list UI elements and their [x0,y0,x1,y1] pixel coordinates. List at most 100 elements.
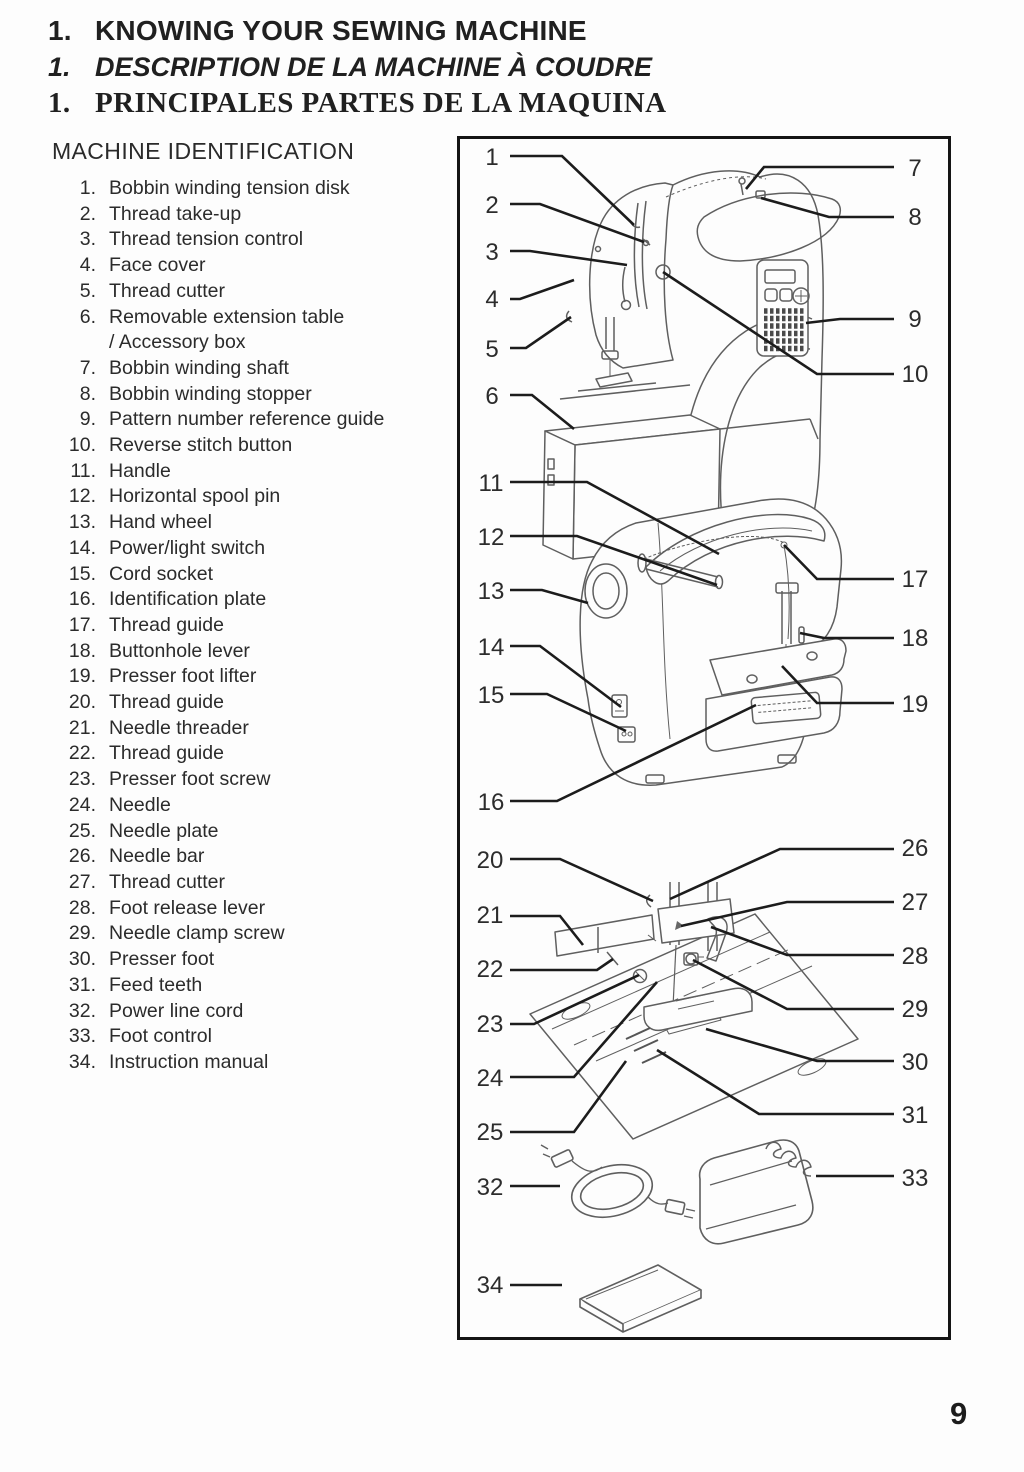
callout-17: 17 [902,566,929,593]
part-item-7: 7. Bobbin winding shaft [56,356,456,382]
callout-leader-lines [510,154,894,1287]
callout-13: 13 [478,578,505,605]
cord-socket [617,726,636,743]
part-label: Thread guide [109,742,224,765]
part-label: Thread guide [109,691,224,714]
part-item-20: 20.Thread guide [56,690,456,716]
page-header: 1. KNOWING YOUR SEWING MACHINE 1. DESCRI… [48,12,666,122]
part-number: 11. [70,459,96,482]
callout-34: 34 [477,1272,504,1299]
part-label: Instruction manual [109,1050,269,1073]
callout-12: 12 [478,524,505,551]
part-label: Power line cord [109,999,244,1022]
accessories-illustration [540,1139,814,1333]
hand-wheel [584,563,628,619]
part-number: 18. [68,639,96,662]
part-label: Handle [109,459,171,482]
part-item-10: 10. Reverse stitch button [56,433,456,459]
heading-french: 1. DESCRIPTION DE LA MACHINE À COUDRE [48,49,666,85]
part-number: 14. [68,536,96,559]
part-number: 28. [68,896,96,919]
foot-control [698,1139,814,1245]
part-number: 30. [68,948,96,971]
part-label: Removable extension table [109,305,345,328]
callout-19: 19 [902,691,929,718]
part-number: 9. [79,408,96,431]
part-number: 10. [68,434,96,457]
callout-20: 20 [477,847,504,874]
part-number: 2. [79,202,96,225]
part-number: 31. [68,973,96,996]
part-number: 15. [68,562,96,585]
part-label: Presser foot lifter [109,665,257,688]
part-label: Reverse stitch button [109,434,293,457]
part-label: Power/light switch [109,536,266,559]
thread-cutter-blade [675,921,684,930]
part-label: Bobbin winding stopper [109,382,312,405]
part-item-8: 8. Bobbin winding stopper [56,382,456,408]
part-label: Needle plate [109,819,219,842]
heading-english-number: 1. [48,15,72,46]
part-number: 22. [68,742,96,765]
callout-24: 24 [477,1065,504,1092]
part-label: Bobbin winding tension disk [109,177,350,199]
machine-front-view-illustration [542,170,842,567]
part-item-22: 22. Thread guide [56,741,456,767]
callout-5: 5 [485,336,498,363]
part-number: 19. [68,665,96,688]
callout-32: 32 [477,1174,504,1201]
power-line-cord [540,1144,696,1219]
part-item-29: 29.Needle clamp screw [56,921,456,947]
callout-31: 31 [902,1102,929,1129]
heading-spanish: 1. PRINCIPALES PARTES DE LA MAQUINA [48,85,666,122]
part-item-21: 21.Needle threader [56,716,456,742]
part-number-spacer [56,330,109,356]
part-label: Needle threader [109,716,249,739]
instruction-manual-book [579,1264,702,1333]
part-label: Buttonhole lever [109,639,250,662]
machine-diagram-svg: 1234567891011121314151617181920212223242… [477,144,929,1333]
part-number: 12. [68,485,96,508]
callout-14: 14 [478,634,505,661]
part-number: 4. [79,254,96,277]
pedal-cord-coil [765,1141,812,1177]
part-label: Thread guide [109,613,224,636]
part-number: 8. [79,382,96,405]
part-item-34: 34. Instruction manual [56,1050,456,1076]
part-item-3: 3.Thread tension control [56,227,456,253]
part-label: Bobbin winding shaft [109,356,289,379]
heading-english-text: KNOWING YOUR SEWING MACHINE [95,15,587,46]
part-item-13: 13.Hand wheel [56,510,456,536]
part-label: Foot release lever [109,896,266,919]
identification-plate [750,691,822,725]
thread-guide-upper [646,894,652,908]
reverse-stitch-button [655,264,671,280]
part-number: 3. [79,228,96,251]
part-item-19: 19. Presser foot lifter [56,664,456,690]
part-item-6: 6.Removable extension table [56,305,456,331]
part-item-12: 12.Horizontal spool pin [56,484,456,510]
heading-french-text: DESCRIPTION DE LA MACHINE À COUDRE [95,52,653,82]
part-item-14: 14. Power/light switch [56,536,456,562]
part-item-27: 27.Thread cutter [56,870,456,896]
part-number: 7. [79,356,96,379]
part-label: Needle bar [109,845,205,868]
part-number: 26. [68,845,96,868]
callout-8: 8 [908,204,921,231]
part-item-26: 26. Needle bar [56,844,456,870]
part-number: 33. [68,1025,96,1048]
thread-cutter-hook [565,310,573,323]
callout-numbers: 1234567891011121314151617181920212223242… [477,144,929,1299]
part-item-6-line2: / Accessory box [56,330,456,356]
part-number: 17. [68,613,96,636]
callout-33: 33 [902,1165,929,1192]
part-item-15: 15. Cord socket [56,562,456,588]
part-label: Cord socket [109,562,214,585]
part-number: 34. [68,1050,96,1073]
part-number: 27. [68,870,96,893]
callout-18: 18 [902,625,929,652]
part-item-16: 16.Identification plate [56,587,456,613]
part-item-28: 28. Foot release lever [56,896,456,922]
